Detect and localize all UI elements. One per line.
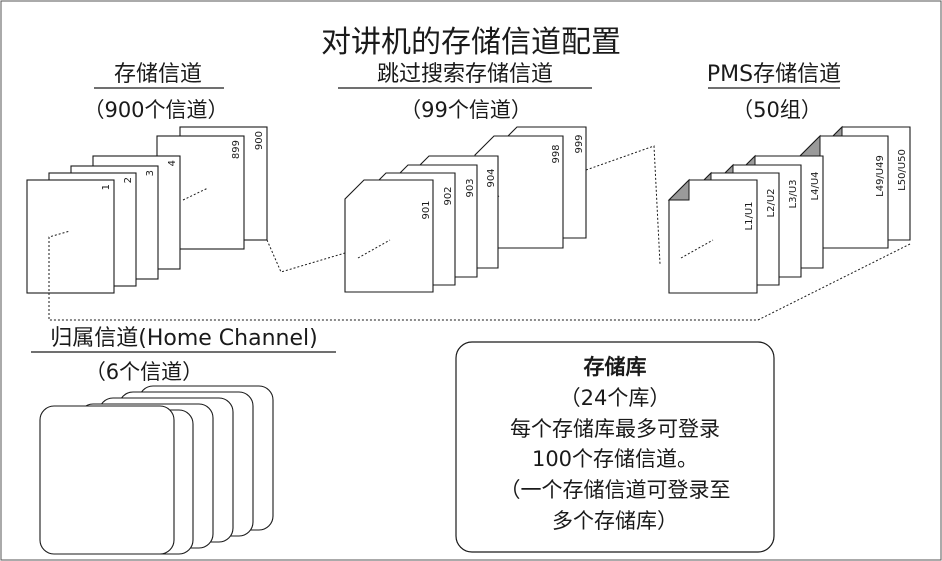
skip-channels-section: 跳过搜索存储信道 （99个信道） 901 902 903 904 998 999 (338, 62, 592, 293)
skip-card-label-998: 998 (551, 144, 562, 163)
pms-card-label-l4-u4: L4/U4 (810, 172, 821, 201)
flow-connectors (48, 145, 911, 321)
memory-card-label-899: 899 (231, 140, 242, 159)
home-channels-count: （6个信道） (85, 360, 203, 384)
memory-stack-dots (182, 187, 209, 201)
memory-bank-box-border (455, 341, 775, 553)
pms-card-label-l1-u1: L1/U1 (744, 202, 755, 231)
memory-card-label-900: 900 (254, 131, 265, 150)
diagram-title: 对讲机的存储信道配置 (321, 25, 621, 60)
memory-card-label-1: 1 (101, 184, 112, 190)
memory-channels-section: 存储信道 （900个信道） 1 2 3 4 899 900 (26, 62, 268, 294)
memory-bank-line-2: 每个存储库最多可登录 (510, 417, 720, 441)
memory-bank-line-3: 100个存储信道。 (532, 447, 698, 471)
connector-pms-to-home (48, 230, 911, 321)
memory-bank-line-4: （一个存储信道可登录至 (500, 478, 731, 502)
pms-card-l1-u1-tab (667, 178, 690, 201)
home-card-1 (39, 405, 175, 555)
skip-card-label-903: 903 (465, 178, 476, 197)
memory-channels-title: 存储信道 (114, 62, 202, 87)
pms-card-label-l50-u50: L50/U50 (897, 149, 908, 191)
skip-channels-title: 跳过搜索存储信道 (377, 62, 553, 87)
home-channels-title: 归属信道(Home Channel) (50, 326, 317, 351)
memory-card-label-3: 3 (145, 170, 156, 176)
memory-card-label-4: 4 (167, 160, 178, 166)
memory-card-stack: 1 2 3 4 899 900 (26, 126, 268, 294)
connector-skip-to-pms (585, 145, 661, 265)
skip-card-label-902: 902 (443, 186, 454, 205)
skip-card-stack: 901 902 903 904 998 999 (344, 126, 587, 293)
memory-bank-line-1: （24个库） (560, 386, 671, 410)
home-card-stack (39, 385, 274, 555)
skip-channels-count: （99个信道） (400, 98, 532, 122)
memory-channels-count: （900个信道） (83, 98, 228, 122)
connector-memory-to-skip (266, 239, 346, 273)
memory-card-1 (26, 179, 115, 294)
pms-card-label-l2-u2: L2/U2 (766, 189, 777, 218)
memory-bank-line-5: 多个存储库） (552, 509, 678, 533)
memory-card-label-2: 2 (123, 177, 134, 183)
pms-channels-section: PMS存储信道 （50组） L1/U1 L2/U2 L3/U3 (667, 62, 911, 294)
pms-card-label-l3-u3: L3/U3 (788, 180, 799, 209)
skip-card-label-904: 904 (486, 168, 497, 187)
skip-card-label-999: 999 (574, 134, 585, 153)
memory-bank-title: 存储库 (584, 355, 647, 379)
skip-card-901 (344, 179, 434, 293)
skip-card-label-901: 901 (421, 200, 432, 219)
pms-channels-title: PMS存储信道 (707, 62, 841, 87)
memory-bank-box: 存储库 （24个库） 每个存储库最多可登录 100个存储信道。 （一个存储信道可… (455, 341, 775, 553)
pms-channels-count: （50组） (732, 98, 822, 122)
pms-card-stack: L1/U1 L2/U2 L3/U3 L4/U4 L49/U49 L50/U50 (667, 125, 911, 294)
pms-card-l49-u49-tab (798, 134, 821, 157)
pms-card-label-l49-u49: L49/U49 (875, 155, 886, 197)
home-channels-section: 归属信道(Home Channel) （6个信道） (31, 326, 336, 555)
